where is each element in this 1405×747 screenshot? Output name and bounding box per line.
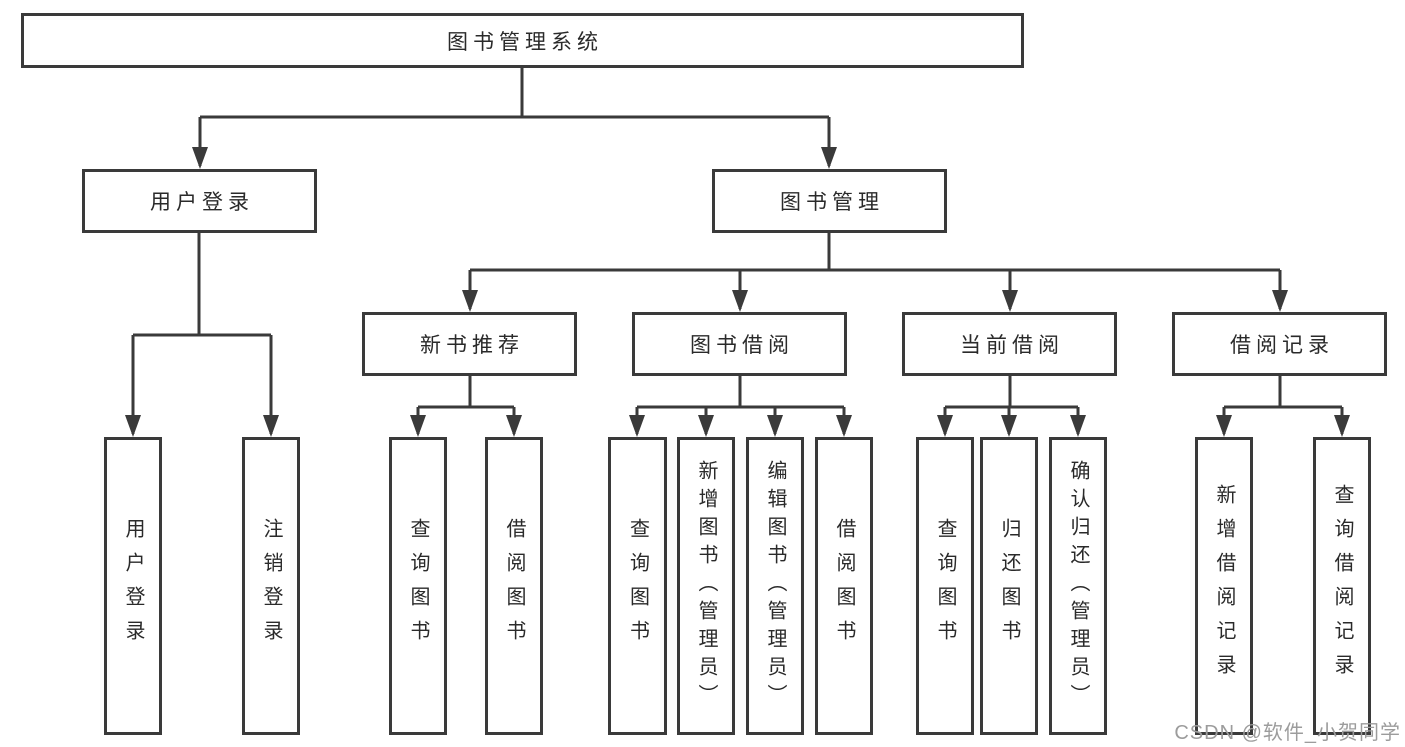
leaf-label: 新增借阅记录 — [1213, 484, 1235, 688]
leaf-record-add: 新增借阅记录 — [1195, 437, 1253, 735]
leaf-label: 查询图书 — [626, 518, 649, 654]
leaf-label: 新增图书（管理员） — [695, 460, 717, 712]
leaf-current-return-book: 归还图书 — [980, 437, 1038, 735]
watermark: CSDN @软件_小贺同学 — [1174, 722, 1401, 744]
leaf-label: 查询图书 — [407, 518, 429, 654]
leaf-label: 确认归还（管理员） — [1067, 460, 1089, 712]
leaf-label: 查询图书 — [934, 518, 956, 654]
leaf-label: 查询借阅记录 — [1331, 484, 1353, 688]
leaf-borrow-add-book-admin: 新增图书（管理员） — [677, 437, 735, 735]
leaf-current-confirm-return-admin: 确认归还（管理员） — [1049, 437, 1107, 735]
node-book-borrow: 图书借阅 — [632, 312, 847, 376]
leaf-label: 归还图书 — [998, 518, 1020, 654]
leaf-borrow-query-book: 查询图书 — [608, 437, 667, 735]
leaf-label: 借阅图书 — [503, 518, 525, 654]
leaf-recommend-query-book: 查询图书 — [389, 437, 447, 735]
leaf-recommend-borrow-book: 借阅图书 — [485, 437, 543, 735]
node-root: 图书管理系统 — [21, 13, 1024, 68]
leaf-label: 注销登录 — [260, 518, 282, 654]
node-current-borrow: 当前借阅 — [902, 312, 1117, 376]
leaf-label: 借阅图书 — [833, 518, 855, 654]
leaf-borrow-borrow-book: 借阅图书 — [815, 437, 873, 735]
leaf-record-query: 查询借阅记录 — [1313, 437, 1371, 735]
node-borrow-record: 借阅记录 — [1172, 312, 1387, 376]
leaf-label: 编辑图书（管理员） — [764, 460, 786, 712]
leaf-current-query-book: 查询图书 — [916, 437, 974, 735]
leaf-label: 用户登录 — [122, 518, 144, 654]
leaf-user-login: 用户登录 — [104, 437, 162, 735]
node-user-login: 用户登录 — [82, 169, 317, 233]
node-book-management: 图书管理 — [712, 169, 947, 233]
node-new-book-recommend: 新书推荐 — [362, 312, 577, 376]
leaf-borrow-edit-book-admin: 编辑图书（管理员） — [746, 437, 804, 735]
leaf-logout: 注销登录 — [242, 437, 300, 735]
